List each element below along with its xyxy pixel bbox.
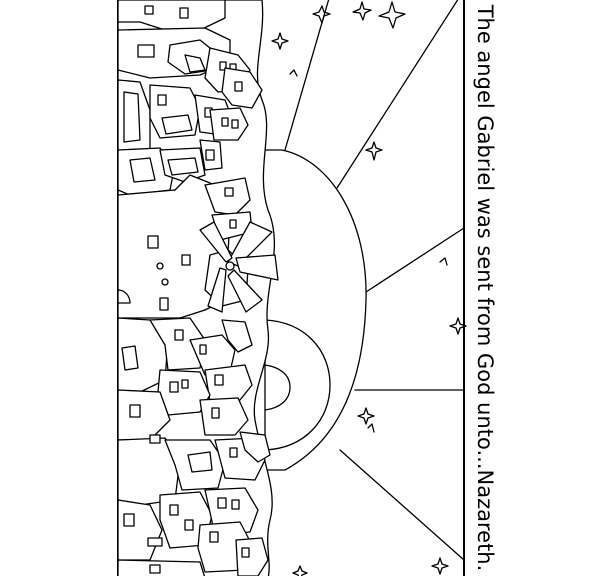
stars — [271, 1, 467, 576]
birds — [289, 69, 448, 433]
windmill — [199, 221, 279, 313]
sun — [264, 319, 331, 451]
houses-top — [117, 0, 263, 196]
houses-bottom — [117, 431, 271, 576]
houses-middle — [117, 317, 253, 441]
caption-text: The angel Gabriel was sent from God unto… — [473, 4, 497, 572]
